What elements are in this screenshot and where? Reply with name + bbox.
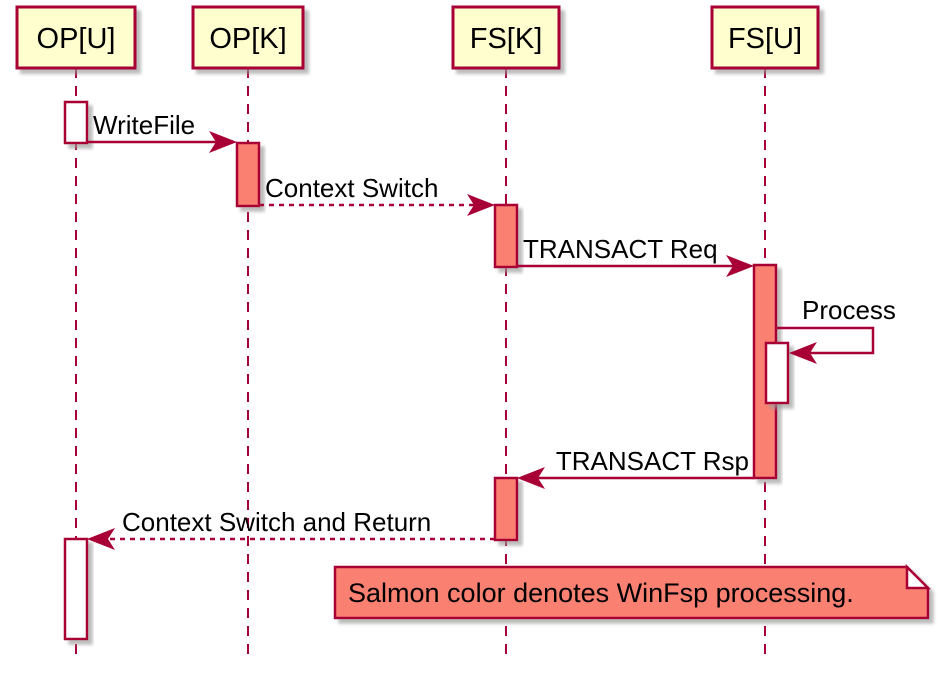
message-transact-rsp: TRANSACT Rsp — [517, 446, 754, 489]
activation-opu-return — [63, 537, 89, 641]
message-context-switch-return: Context Switch and Return — [87, 507, 495, 550]
activation-fsk-salmon-rsp — [493, 476, 519, 542]
activation-fsu-process-nested — [764, 341, 790, 405]
message-context-switch: Context Switch — [259, 173, 495, 216]
arrowhead-right-icon — [726, 255, 754, 277]
arrowhead-right-icon — [209, 131, 237, 153]
participant-label-fsu: FS[U] — [728, 23, 802, 55]
participant-fsk: FS[K] — [451, 5, 561, 70]
participant-box-fsk — [451, 5, 561, 70]
arrowhead-right-icon — [467, 194, 495, 216]
message-writefile-label: WriteFile — [93, 110, 195, 140]
participant-opu: OP[U] — [15, 5, 137, 70]
participant-box-opk — [191, 5, 305, 70]
participant-label-fsk: FS[K] — [470, 23, 543, 55]
activation-opu-writefile — [63, 100, 89, 145]
activation-opk-salmon — [235, 141, 261, 208]
message-transact-req-label: TRANSACT Req — [523, 234, 718, 264]
arrowhead-left-icon — [789, 342, 817, 364]
message-process-line — [777, 326, 875, 355]
message-transact-req: TRANSACT Req — [517, 234, 754, 277]
participant-box-opu — [15, 5, 137, 70]
note-text: Salmon color denotes WinFsp processing. — [348, 578, 854, 608]
participant-label-opk: OP[K] — [209, 23, 286, 55]
arrowhead-left-icon — [87, 528, 115, 550]
note-fold-corner-icon — [905, 563, 932, 590]
message-transact-rsp-label: TRANSACT Rsp — [556, 446, 749, 476]
message-process: Process — [777, 295, 896, 364]
message-context-switch-label: Context Switch — [265, 173, 438, 203]
activation-fsk-salmon-req — [493, 203, 519, 269]
message-process-label: Process — [802, 295, 896, 325]
participant-fsu: FS[U] — [710, 5, 820, 70]
message-context-switch-return-label: Context Switch and Return — [122, 507, 431, 537]
arrowhead-left-icon — [517, 467, 545, 489]
participant-opk: OP[K] — [191, 5, 305, 70]
message-writefile: WriteFile — [87, 110, 237, 153]
participant-box-fsu — [710, 5, 820, 70]
note-body — [333, 565, 930, 620]
note-winfsp: Salmon color denotes WinFsp processing. — [333, 563, 932, 620]
participant-label-opu: OP[U] — [37, 23, 116, 55]
